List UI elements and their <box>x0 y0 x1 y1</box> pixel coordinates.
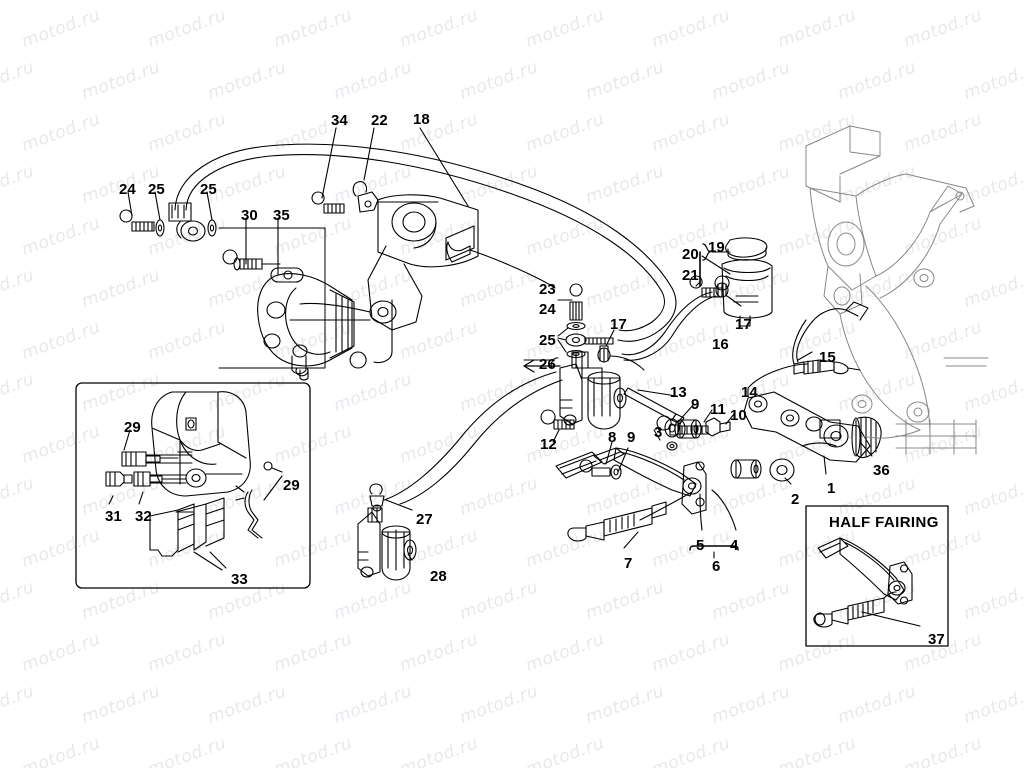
callout-29b: 29 <box>283 477 300 494</box>
callout-8: 8 <box>608 429 617 446</box>
callout-22: 22 <box>371 112 388 129</box>
callout-24a: 24 <box>119 181 136 198</box>
callout-14: 14 <box>741 384 758 401</box>
callout-9b: 9 <box>627 429 636 446</box>
callout-1: 1 <box>827 480 836 497</box>
callout-37: 37 <box>928 631 945 648</box>
callout-27: 27 <box>416 511 433 528</box>
callout-28: 28 <box>430 568 447 585</box>
callout-9a: 9 <box>691 396 700 413</box>
callout-26: 26 <box>539 356 556 373</box>
callout-6: 6 <box>712 558 721 575</box>
callout-10: 10 <box>730 407 747 424</box>
callout-17b: 17 <box>735 316 752 333</box>
callout-30: 30 <box>241 207 258 224</box>
callout-4: 4 <box>730 537 739 554</box>
callout-31: 31 <box>105 508 122 525</box>
callout-29a: 29 <box>124 419 141 436</box>
callout-23: 23 <box>539 281 556 298</box>
callout-7: 7 <box>624 555 633 572</box>
callout-19: 19 <box>708 239 725 256</box>
callout-17a: 17 <box>610 316 627 333</box>
callout-36: 36 <box>873 462 890 479</box>
callout-5: 5 <box>696 537 705 554</box>
half-fairing-title: HALF FAIRING <box>829 514 939 531</box>
callout-34: 34 <box>331 112 348 129</box>
callout-12: 12 <box>540 436 557 453</box>
callout-20: 20 <box>682 246 699 263</box>
callout-25a: 25 <box>148 181 165 198</box>
callout-33: 33 <box>231 571 248 588</box>
callout-13: 13 <box>670 384 687 401</box>
callout-24b: 24 <box>539 301 556 318</box>
callout-15: 15 <box>819 349 836 366</box>
callout-3: 3 <box>654 424 663 441</box>
callout-25b: 25 <box>200 181 217 198</box>
callout-32: 32 <box>135 508 152 525</box>
callout-16: 16 <box>712 336 729 353</box>
callout-35: 35 <box>273 207 290 224</box>
callout-2: 2 <box>791 491 800 508</box>
callout-18: 18 <box>413 111 430 128</box>
callout-21: 21 <box>682 267 699 284</box>
callout-25c: 25 <box>539 332 556 349</box>
callout-11: 11 <box>710 401 726 418</box>
